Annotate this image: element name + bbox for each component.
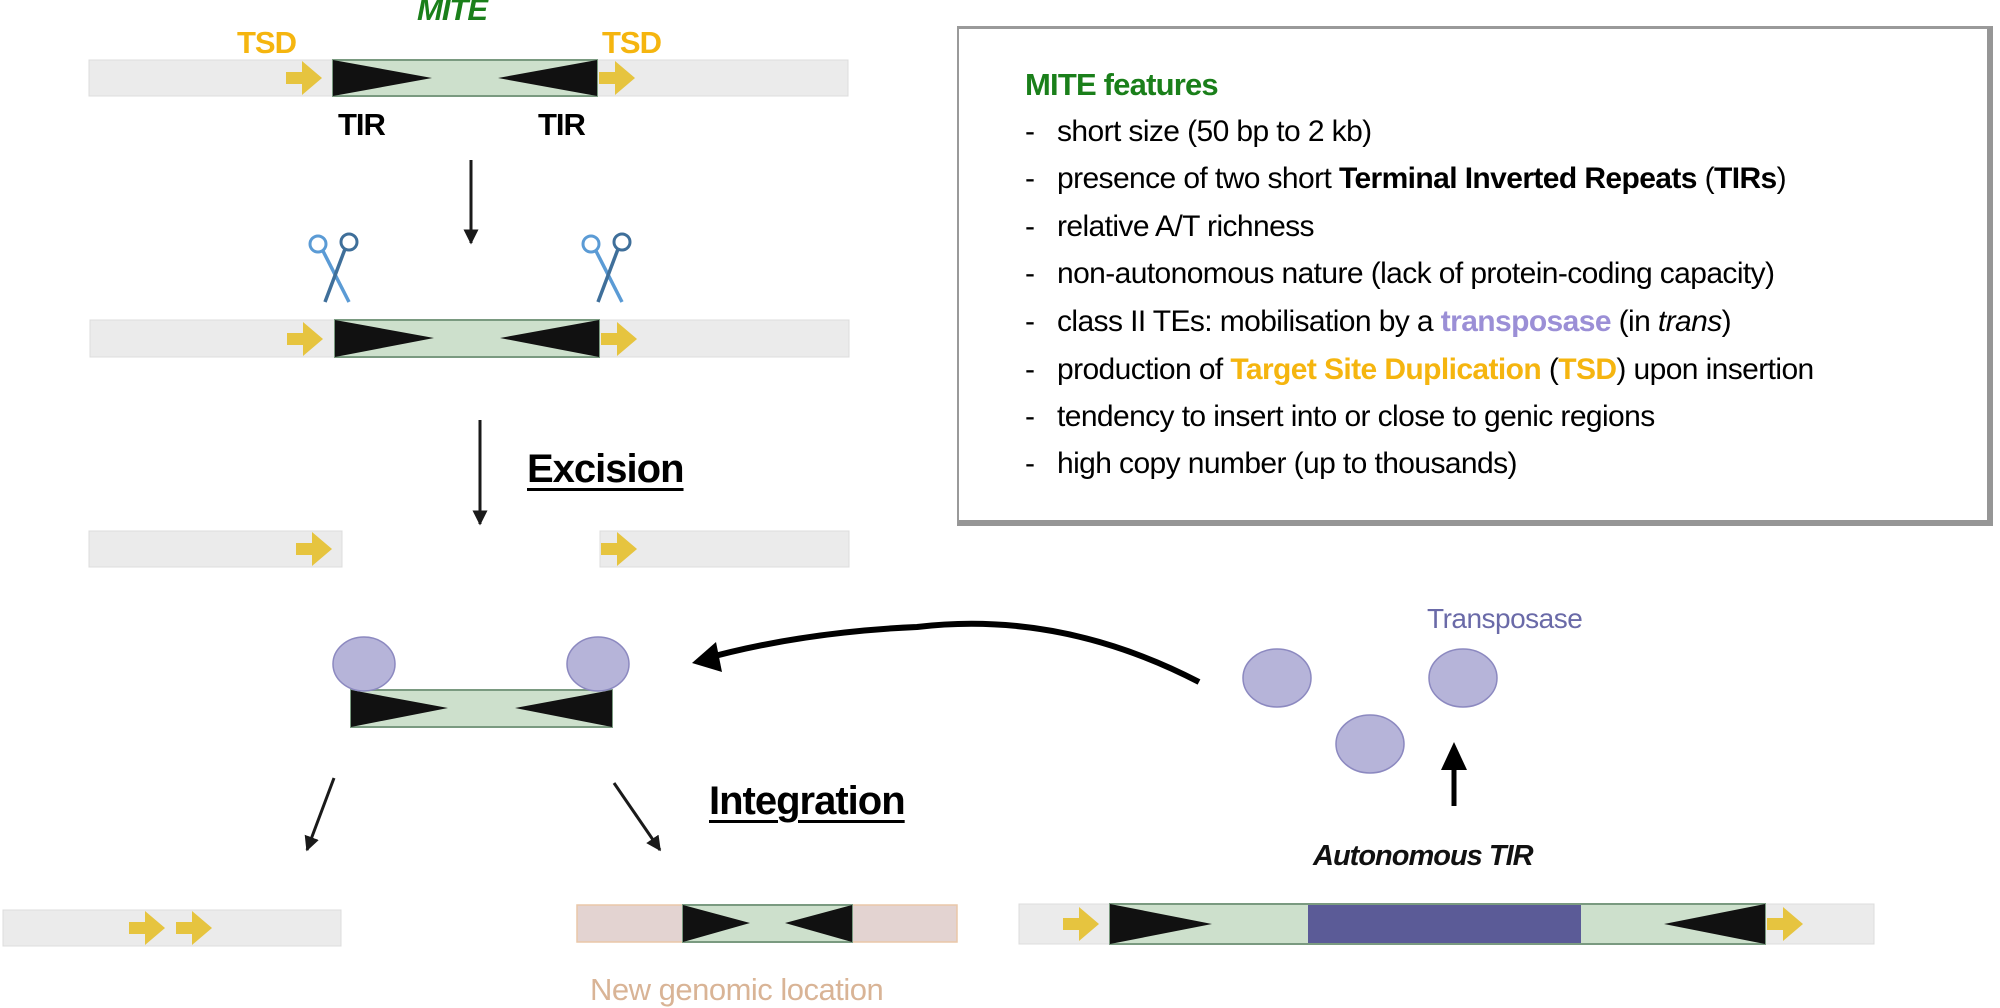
feature-text: production of bbox=[1057, 353, 1231, 386]
features-title: MITE features bbox=[1025, 67, 1219, 102]
feature-text: ) bbox=[1776, 162, 1787, 195]
feature-text: Target Site Duplication bbox=[1230, 353, 1542, 386]
tir-right-triangle-icon bbox=[498, 60, 597, 96]
feature-text: TSD bbox=[1558, 353, 1617, 386]
feature-text: Terminal Inverted Repeats bbox=[1338, 162, 1698, 195]
excised-mite-complex bbox=[332, 636, 630, 728]
feature-text: transposase bbox=[1440, 305, 1612, 338]
autonomous-tir-element bbox=[1018, 903, 1875, 945]
tir-right-triangle-icon bbox=[500, 320, 599, 357]
autonomous-tir-label: Autonomous TIR bbox=[1313, 840, 1534, 872]
tir-left-triangle-icon bbox=[683, 905, 750, 942]
tir-left-triangle-icon bbox=[333, 60, 432, 96]
excision-label: Excision bbox=[527, 447, 685, 491]
tir-right-triangle-icon bbox=[1664, 904, 1765, 944]
feature-text: trans bbox=[1657, 305, 1722, 338]
feature-text: ( bbox=[1541, 353, 1559, 386]
mite-label: MITE bbox=[417, 0, 488, 27]
new-location-label: New genomic location bbox=[590, 972, 884, 1007]
scissors-icon-right bbox=[581, 232, 632, 303]
bullet-dash: - bbox=[1025, 162, 1035, 195]
transposase-gene bbox=[1308, 905, 1581, 943]
feature-item: -relative A/T richness bbox=[1025, 210, 1315, 244]
transposase-label: Transposase bbox=[1427, 603, 1583, 634]
feature-text: tendency to insert into or close to geni… bbox=[1057, 400, 1655, 433]
arrow-to-empty-site bbox=[304, 777, 336, 852]
feature-text: ( bbox=[1696, 162, 1715, 195]
tsd-label-left: TSD bbox=[237, 25, 297, 60]
bullet-dash: - bbox=[1025, 115, 1035, 148]
feature-text: non-autonomous nature (lack of protein-c… bbox=[1057, 257, 1775, 290]
bullet-dash: - bbox=[1025, 353, 1035, 386]
feature-item: -high copy number (up to thousands) bbox=[1025, 447, 1518, 481]
curved-arrow bbox=[699, 620, 1201, 685]
feature-item: -tendency to insert into or close to gen… bbox=[1025, 400, 1655, 434]
bullet-dash: - bbox=[1025, 305, 1035, 338]
empty-site-with-tsd bbox=[2, 909, 342, 947]
feature-text: ) bbox=[1721, 305, 1732, 338]
transposase-protein bbox=[1335, 714, 1405, 774]
genome-bar bbox=[2, 909, 342, 947]
tir-label-right: TIR bbox=[538, 107, 586, 142]
feature-item: -production of Target Site Duplication (… bbox=[1025, 353, 1814, 387]
tir-right-triangle-icon bbox=[515, 690, 612, 727]
genome-bar-right bbox=[599, 530, 850, 568]
feature-text: ) upon insertion bbox=[1616, 353, 1814, 386]
mite-features-box: MITE features -short size (50 bp to 2 kb… bbox=[957, 26, 1993, 526]
bullet-dash: - bbox=[1025, 400, 1035, 433]
feature-item: -presence of two short Terminal Inverted… bbox=[1025, 162, 1787, 196]
genome-after-excision bbox=[88, 530, 850, 568]
feature-item: -non-autonomous nature (lack of protein-… bbox=[1025, 257, 1775, 291]
transposase-protein bbox=[1428, 648, 1498, 708]
tir-left-triangle-icon bbox=[335, 320, 434, 357]
arrow-to-new-location bbox=[612, 782, 662, 852]
transposase-protein bbox=[332, 636, 396, 692]
bullet-dash: - bbox=[1025, 257, 1035, 290]
tir-left-triangle-icon bbox=[1110, 904, 1212, 944]
feature-item: -short size (50 bp to 2 kb) bbox=[1025, 115, 1372, 149]
bullet-dash: - bbox=[1025, 210, 1035, 243]
feature-text: short size (50 bp to 2 kb) bbox=[1057, 115, 1372, 148]
feature-text: presence of two short bbox=[1057, 162, 1339, 195]
feature-text: (in bbox=[1610, 305, 1658, 338]
genome-with-mite-cut-sites bbox=[89, 319, 850, 358]
transposase-protein bbox=[1242, 648, 1312, 708]
feature-text: class II TEs: mobilisation by a bbox=[1057, 305, 1441, 338]
curved-arrow-head bbox=[692, 642, 722, 672]
feature-text: relative A/T richness bbox=[1057, 210, 1315, 243]
tsd-label-right: TSD bbox=[602, 25, 662, 60]
new-insertion bbox=[576, 904, 958, 943]
up-arrow-head bbox=[1441, 742, 1467, 770]
feature-text: high copy number (up to thousands) bbox=[1057, 447, 1518, 480]
transposase-protein bbox=[566, 636, 630, 692]
feature-item: -class II TEs: mobilisation by a transpo… bbox=[1025, 305, 1732, 339]
bullet-dash: - bbox=[1025, 447, 1035, 480]
free-transposases bbox=[1242, 648, 1498, 774]
tir-right-triangle-icon bbox=[785, 905, 852, 942]
scissors-icon-left bbox=[308, 232, 359, 303]
genome-with-mite bbox=[88, 59, 849, 97]
tir-left-triangle-icon bbox=[351, 690, 448, 727]
tir-label-left: TIR bbox=[338, 107, 386, 142]
feature-text: TIRs bbox=[1714, 162, 1777, 195]
integration-label: Integration bbox=[709, 779, 906, 823]
